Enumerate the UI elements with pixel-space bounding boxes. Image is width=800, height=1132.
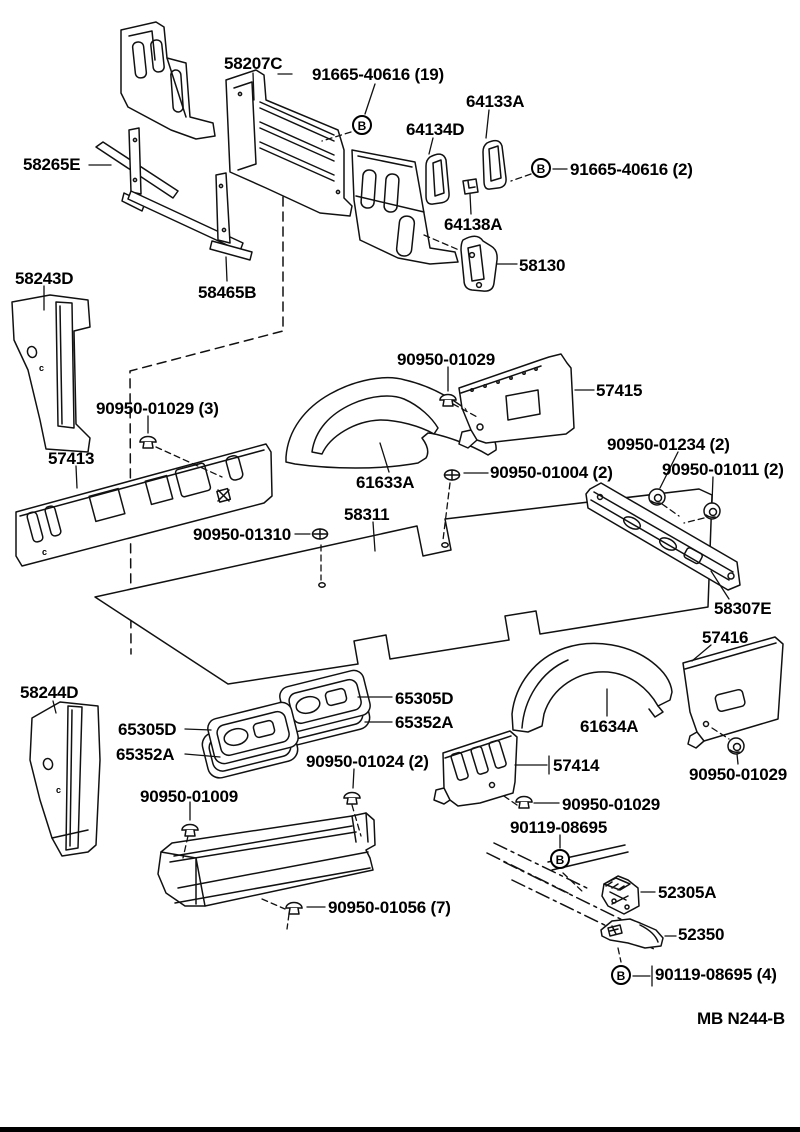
screw-icon	[443, 469, 461, 481]
bolt-marker-icon: B	[611, 965, 631, 985]
clip-c-mark: c	[42, 547, 48, 557]
part-57416-drawing	[682, 636, 784, 749]
part-label-57415: 57415	[596, 381, 643, 400]
screw-icon	[311, 528, 329, 540]
part-label-91665-40616-2: 91665-40616 (2)	[570, 160, 693, 179]
leader-lines	[43, 72, 739, 987]
part-label-61633a: 61633A	[356, 473, 415, 492]
part-label-90950-01234-2: 90950-01234 (2)	[607, 435, 730, 454]
grommet-icon	[703, 502, 721, 520]
part-58130-drawing	[460, 235, 498, 292]
part-64134d-drawing	[425, 153, 450, 205]
clip-c-mark: c	[56, 785, 62, 795]
part-upper-left-panel	[120, 21, 216, 140]
part-52305a-drawing	[601, 875, 640, 915]
part-58207c-drawing	[225, 69, 353, 217]
part-57413-drawing	[15, 443, 273, 567]
part-label-90119-08695-4: 90119-08695 (4)	[655, 965, 777, 984]
part-label-52305a: 52305A	[658, 883, 717, 902]
clip-icon	[181, 823, 199, 837]
part-label-58465b: 58465B	[198, 283, 257, 302]
part-label-90119-08695: 90119-08695	[510, 818, 608, 837]
clip-icon	[515, 795, 533, 809]
part-label-65352a-right: 65352A	[395, 713, 454, 732]
grommet-icon	[648, 488, 666, 506]
part-label-57414: 57414	[553, 756, 600, 775]
clip-icon	[343, 791, 361, 805]
part-58311-floor-panel	[94, 488, 713, 685]
part-label-65305d-left: 65305D	[118, 720, 177, 739]
part-label-64138a: 64138A	[444, 215, 503, 234]
part-52350-drawing	[600, 918, 664, 949]
part-58307e-drawing	[585, 482, 741, 591]
clip-c-mark: c	[39, 363, 45, 373]
part-middle-panel	[351, 149, 459, 265]
part-label-90950-01011-2: 90950-01011 (2)	[662, 460, 784, 479]
part-57415-drawing	[458, 353, 575, 449]
part-label-65305d-right: 65305D	[395, 689, 454, 708]
scan-edge-artifact	[0, 1127, 800, 1132]
part-label-58243d: 58243D	[15, 269, 74, 288]
part-lower-sill-drawing	[157, 812, 376, 907]
reference-dashed-line	[129, 196, 284, 655]
part-label-64133a: 64133A	[466, 92, 525, 111]
part-65305d-left-drawing	[201, 701, 299, 779]
part-label-90950-01029-a: 90950-01029	[397, 350, 496, 369]
part-61634a-drawing	[511, 642, 673, 733]
clip-icon	[285, 901, 303, 915]
part-58243d-drawing	[11, 294, 91, 453]
part-label-64134d: 64134D	[406, 120, 465, 139]
part-57414-drawing	[433, 730, 518, 807]
part-label-58207c: 58207C	[224, 54, 283, 73]
part-label-57416: 57416	[702, 628, 749, 647]
part-label-58311: 58311	[344, 505, 390, 524]
part-label-58307e: 58307E	[714, 599, 772, 618]
part-label-91665-40616-19: 91665-40616 (19)	[312, 65, 444, 84]
part-label-90950-01310: 90950-01310	[193, 525, 292, 544]
part-label-52350: 52350	[678, 925, 725, 944]
part-58244d-drawing	[29, 701, 101, 857]
part-label-90950-01009: 90950-01009	[140, 787, 239, 806]
part-label-65352a-left: 65352A	[116, 745, 175, 764]
figure-code: MB N244-B	[697, 1009, 785, 1028]
part-label-90950-01004-2: 90950-01004 (2)	[490, 463, 613, 482]
part-label-90950-01024-2: 90950-01024 (2)	[306, 752, 429, 771]
grommet-icon	[727, 737, 745, 755]
clip-icon	[139, 435, 157, 449]
part-label-90950-01029-b: 90950-01029	[689, 765, 788, 784]
part-label-61634a: 61634A	[580, 717, 639, 736]
part-58465b-drawing	[121, 127, 253, 261]
part-label-90950-01029-3: 90950-01029 (3)	[96, 399, 219, 418]
bolt-marker-icon: B	[352, 115, 372, 135]
part-label-57413: 57413	[48, 449, 95, 468]
part-label-58244d: 58244D	[20, 683, 79, 702]
part-label-58130: 58130	[519, 256, 566, 275]
bolt-marker-icon: B	[531, 158, 551, 178]
part-64138a-drawing	[462, 178, 479, 195]
bolt-marker-icon: B	[550, 849, 570, 869]
part-label-90950-01056-7: 90950-01056 (7)	[328, 898, 451, 917]
part-label-58265e: 58265E	[23, 155, 81, 174]
dashed-leader-lines	[155, 131, 730, 963]
part-label-90950-01029-c: 90950-01029	[562, 795, 661, 814]
part-64133a-drawing	[482, 139, 507, 190]
